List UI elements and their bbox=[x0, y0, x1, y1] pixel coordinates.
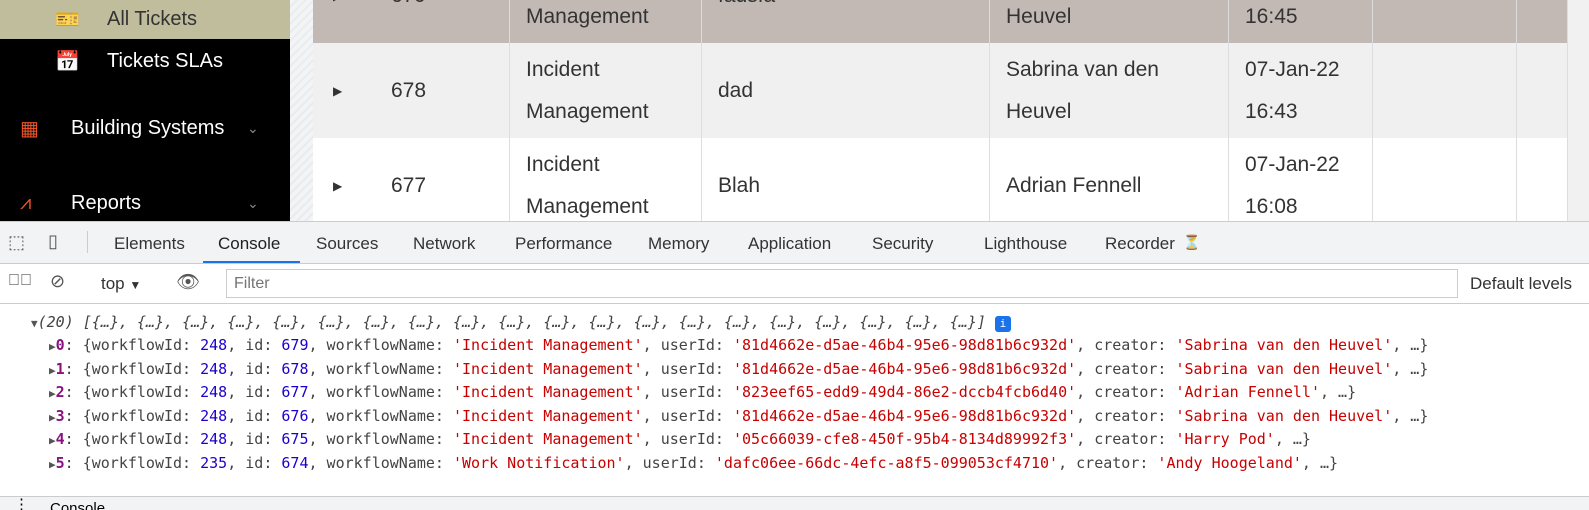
console-output: ▼(20) [{…}, {…}, {…}, {…}, {…}, {…}, {…}… bbox=[0, 304, 1589, 496]
creator-text: Adrian Fennell bbox=[1006, 173, 1142, 197]
expand-row-icon[interactable]: ▶ bbox=[333, 178, 343, 193]
info-icon[interactable]: i bbox=[994, 316, 1011, 332]
workflow-text: Incident Management bbox=[526, 152, 649, 218]
console-entry[interactable]: ▶0: {workflowId: 248, id: 679, workflowN… bbox=[49, 336, 1429, 354]
cell-description: dad bbox=[702, 43, 990, 138]
console-entry[interactable]: ▶5: {workflowId: 235, id: 674, workflowN… bbox=[49, 453, 1339, 472]
dropdown-arrow-icon: ▼ bbox=[129, 278, 142, 292]
context-selector[interactable]: top ▼ bbox=[101, 274, 142, 293]
expand-row-icon[interactable]: ▶ bbox=[333, 83, 343, 98]
cell-description: fadsfa bbox=[702, 0, 990, 43]
expand-row-icon[interactable]: ▶ bbox=[313, 0, 375, 43]
console-toolbar: ▶⃞ ⊘ top ▼ 👁 Default levels bbox=[0, 264, 1589, 304]
filter-input[interactable] bbox=[226, 269, 1458, 298]
cell-date: 07-Jan-22 16:43 bbox=[1229, 43, 1373, 138]
console-drawer: ⋮ Console bbox=[0, 496, 1589, 510]
log-levels-dropdown[interactable]: Default levels bbox=[1470, 274, 1573, 293]
cell-creator: Sabrina van den Heuvel bbox=[990, 0, 1229, 43]
date-text: 07-Jan-22 16:43 bbox=[1245, 57, 1340, 123]
expand-triangle-icon: ▼ bbox=[31, 317, 38, 330]
device-toolbar-icon[interactable]: ▯ bbox=[48, 231, 58, 251]
cell-description: Blah bbox=[702, 138, 990, 221]
array-summary[interactable]: ▼(20) [{…}, {…}, {…}, {…}, {…}, {…}, {…}… bbox=[31, 311, 1011, 334]
cell-date: 07-Jan-22 16:08 bbox=[1229, 138, 1373, 221]
tab-recorder[interactable]: Recorder bbox=[1105, 234, 1175, 253]
cell-workflow: Incident Management bbox=[510, 43, 702, 138]
cell-date: 07-Jan-22 16:45 bbox=[1229, 0, 1373, 43]
tab-network[interactable]: Network bbox=[413, 234, 476, 253]
tickets-table: ▶679Incident ManagementfadsfaSabrina van… bbox=[313, 0, 1568, 221]
tab-application[interactable]: Application bbox=[748, 234, 832, 253]
workflow-text: Incident Management bbox=[526, 4, 649, 28]
console-entry[interactable]: ▶3: {workflowId: 248, id: 676, workflowN… bbox=[49, 406, 1429, 425]
cell-empty1 bbox=[1373, 0, 1517, 43]
building-icon: ▦ bbox=[20, 117, 39, 140]
cell-empty1 bbox=[1373, 138, 1517, 221]
sidebar-item-building-systems[interactable]: ▦ Building Systems ⌄ bbox=[20, 116, 259, 140]
divider bbox=[87, 231, 88, 253]
expand-triangle-icon: ▶ bbox=[49, 434, 56, 447]
tab-security[interactable]: Security bbox=[872, 234, 934, 253]
chevron-down-icon: ⌄ bbox=[247, 119, 259, 136]
sidebar-toggle-icon[interactable]: ▶⃞ bbox=[8, 272, 32, 289]
cell-empty2 bbox=[1517, 138, 1568, 221]
tab-performance[interactable]: Performance bbox=[515, 234, 613, 253]
eye-icon[interactable]: 👁 bbox=[176, 272, 201, 293]
content-gutter bbox=[290, 0, 313, 221]
workflow-text: Incident Management bbox=[526, 57, 649, 123]
more-options-icon[interactable]: ⋮ bbox=[14, 496, 29, 510]
cell-empty1 bbox=[1373, 43, 1517, 138]
experimental-flask-icon: ⏳ bbox=[1183, 234, 1201, 250]
page-scrollbar[interactable] bbox=[1568, 0, 1589, 221]
sidebar: 🎫 All Tickets 📅 Tickets SLAs ▦ Building … bbox=[0, 0, 290, 221]
cell-empty2 bbox=[1517, 0, 1568, 43]
creator-text: Sabrina van den Heuvel bbox=[1006, 57, 1159, 123]
sidebar-item-reports[interactable]: ⩘ Reports ⌄ bbox=[20, 191, 259, 214]
cell-workflow: Incident Management bbox=[510, 138, 702, 221]
console-entry[interactable]: ▶1: {workflowId: 248, id: 678, workflowN… bbox=[49, 359, 1429, 378]
expand-triangle-icon: ▶ bbox=[49, 457, 56, 471]
ticket-star-icon: 🎫 bbox=[55, 9, 80, 31]
cell-id: 677 bbox=[375, 138, 510, 221]
web-app: 🎫 All Tickets 📅 Tickets SLAs ▦ Building … bbox=[0, 0, 1589, 221]
chevron-down-icon: ⌄ bbox=[247, 194, 259, 211]
cell-creator: Sabrina van den Heuvel bbox=[990, 43, 1229, 138]
tab-elements[interactable]: Elements bbox=[114, 234, 185, 253]
inspect-element-icon[interactable]: ⬚ bbox=[8, 232, 26, 252]
expand-triangle-icon: ▶ bbox=[49, 387, 56, 400]
console-entry[interactable]: ▶2: {workflowId: 248, id: 677, workflowN… bbox=[49, 383, 1357, 401]
cell-id: 678 bbox=[375, 43, 510, 138]
drawer-tab-console[interactable]: Console bbox=[50, 500, 106, 510]
creator-text: Sabrina van den Heuvel bbox=[1006, 4, 1072, 28]
devtools-tabbar: ⬚ ▯ Elements Console Sources Network Perform… bbox=[0, 222, 1589, 264]
sidebar-item-all-tickets[interactable]: 🎫 All Tickets bbox=[0, 0, 290, 39]
calendar-clock-icon: 📅 bbox=[55, 50, 80, 73]
expand-triangle-icon: ▶ bbox=[49, 363, 56, 377]
table-row[interactable]: ▶679 Incident Management fadsfa Sabrina van… bbox=[313, 0, 1568, 43]
cell-empty2 bbox=[1517, 43, 1568, 138]
console-entry[interactable]: ▶4: {workflowId: 248, id: 675, workflowN… bbox=[49, 430, 1311, 448]
tab-sources[interactable]: Sources bbox=[316, 234, 379, 253]
tab-console[interactable]: Console bbox=[218, 234, 281, 253]
sidebar-item-tickets-slas[interactable]: 📅 Tickets SLAs bbox=[55, 49, 223, 73]
tab-memory[interactable]: Memory bbox=[648, 234, 710, 253]
chart-line-icon: ⩘ bbox=[20, 191, 32, 214]
expand-triangle-icon: ▶ bbox=[49, 340, 56, 353]
clear-console-icon[interactable]: ⊘ bbox=[50, 271, 66, 291]
cell-workflow: Incident Management bbox=[510, 0, 702, 43]
cell-creator: Adrian Fennell bbox=[990, 138, 1229, 221]
date-text: 07-Jan-22 16:08 bbox=[1245, 152, 1340, 218]
cell-id: 679 bbox=[375, 0, 510, 43]
expand-triangle-icon: ▶ bbox=[49, 410, 56, 424]
tab-lighthouse[interactable]: Lighthouse bbox=[984, 234, 1068, 253]
date-text: 07-Jan-22 16:45 bbox=[1245, 4, 1298, 28]
active-tab-indicator bbox=[203, 261, 300, 263]
